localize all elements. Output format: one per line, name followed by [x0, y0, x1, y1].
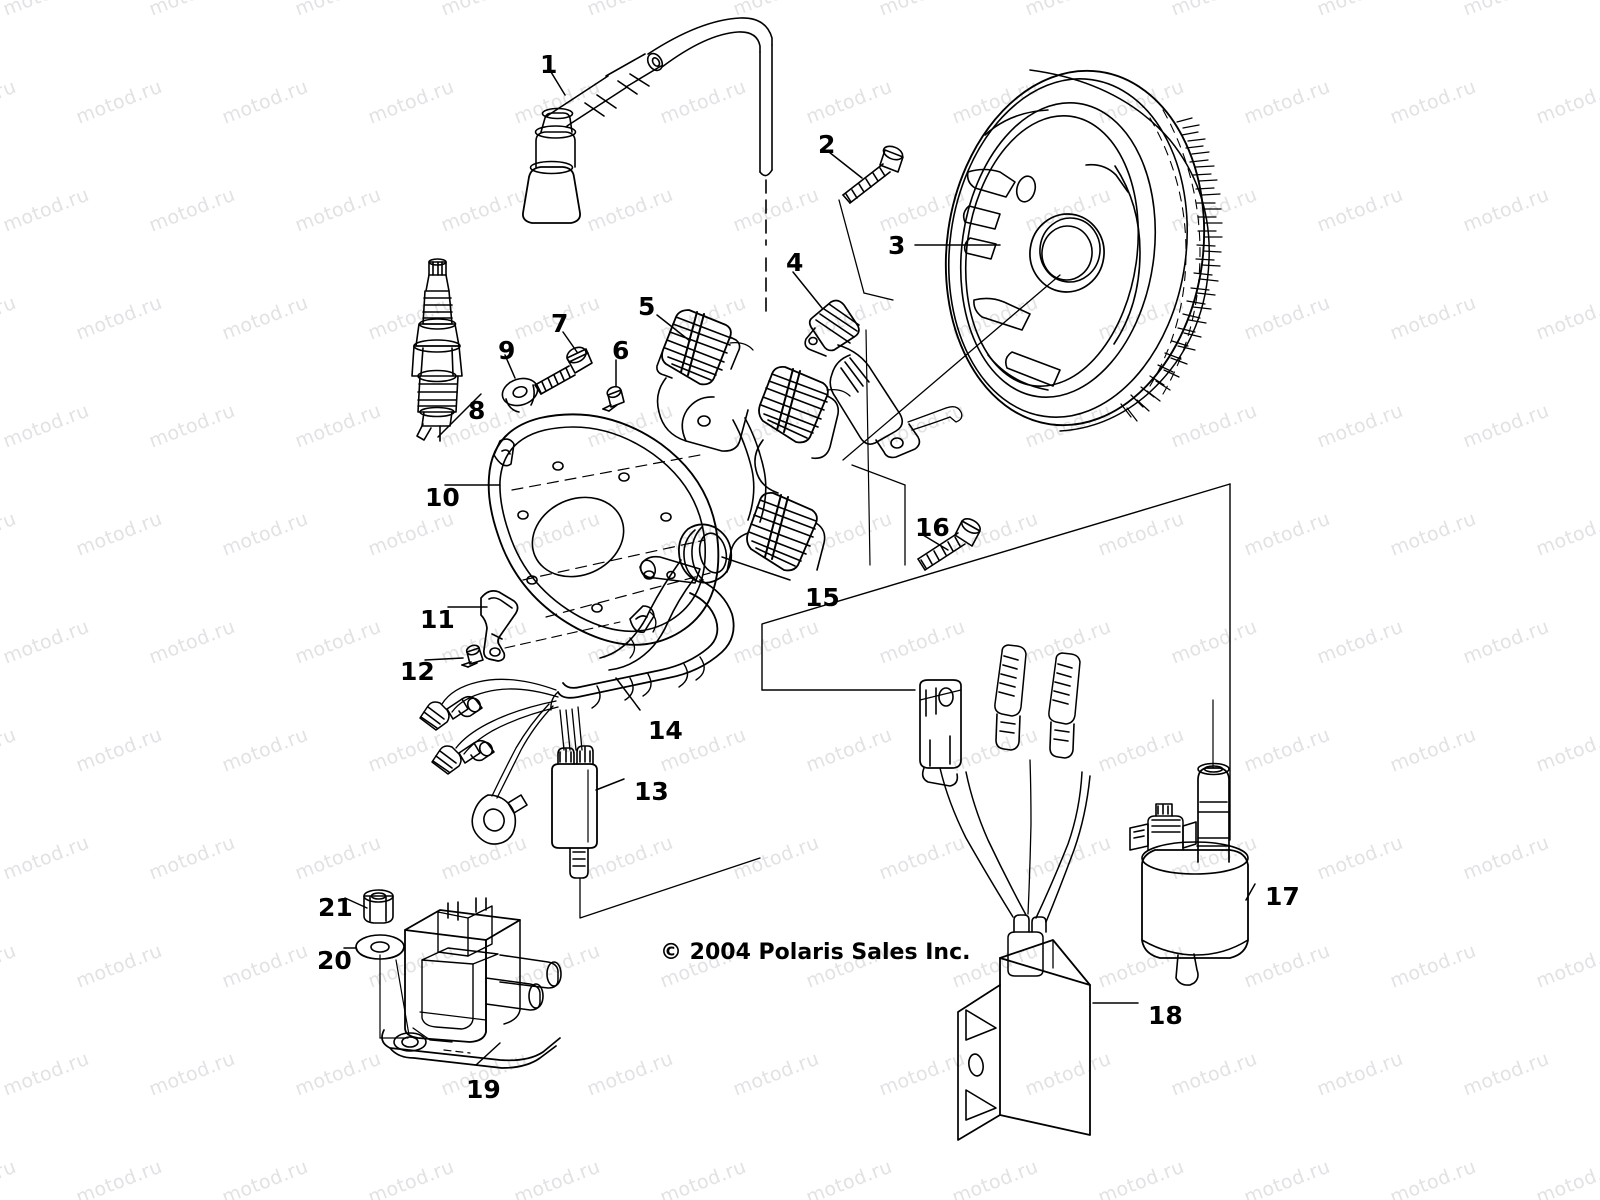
- part-stator-coil: [656, 309, 851, 573]
- callout-bolt-long: 16: [915, 513, 950, 542]
- callout-flywheel-bolt: 2: [818, 130, 836, 159]
- part-wiring-harness: [419, 523, 791, 845]
- callout-nut: 21: [318, 893, 353, 922]
- callout-trigger-coil-pickup: 4: [786, 248, 804, 277]
- callout-washer: 9: [498, 336, 516, 365]
- part-spark-plug-cap-and-lead: [522, 17, 773, 319]
- callout-flywheel-with-ring-gear: 3: [888, 231, 906, 260]
- part-trigger-coil-pickup: [792, 271, 963, 566]
- copyright-notice: © 2004 Polaris Sales Inc.: [660, 940, 971, 965]
- callout-connector-block: 13: [634, 777, 669, 806]
- callout-voltage-regulator: 18: [1148, 1001, 1183, 1030]
- callout-ignition-coil: 17: [1265, 882, 1300, 911]
- part-nut: [344, 889, 394, 924]
- callout-spark-plug: 8: [468, 396, 486, 425]
- callout-spark-plug-cap-and-lead: 1: [540, 50, 558, 79]
- part-connector-block: [551, 745, 625, 879]
- part-voltage-regulator: [919, 644, 1139, 1141]
- part-washer-flat: [343, 934, 410, 1039]
- callout-wiring-harness: 14: [648, 716, 683, 745]
- callout-stator-coil: 5: [638, 292, 656, 321]
- part-stator-plate-housing: [444, 413, 720, 646]
- part-flywheel-bolt: [828, 145, 904, 301]
- callout-screw-stator: 6: [612, 336, 630, 365]
- part-ignition-coil: [1129, 699, 1256, 986]
- callout-washer-flat: 20: [317, 946, 352, 975]
- part-flywheel-with-ring-gear: [842, 69, 1223, 461]
- part-bolt-long: [851, 464, 981, 571]
- callout-grommet-clamp: 11: [420, 605, 455, 634]
- callout-starter-solenoid: 19: [466, 1075, 501, 1104]
- part-starter-solenoid: [381, 897, 562, 1069]
- part-grommet-clamp: [447, 590, 621, 662]
- callout-screw-clamp: 12: [400, 657, 435, 686]
- callout-bolt-flange: 7: [551, 309, 569, 338]
- part-screw-clamp: [424, 644, 484, 668]
- callout-stator-plate-housing: 10: [425, 483, 460, 512]
- part-spark-plug: [411, 258, 482, 442]
- grouping-callout-box: [579, 483, 1231, 919]
- callout-harness-grommet: 15: [805, 583, 840, 612]
- part-bolt-flange: [534, 331, 593, 395]
- part-screw-stator: [602, 359, 625, 412]
